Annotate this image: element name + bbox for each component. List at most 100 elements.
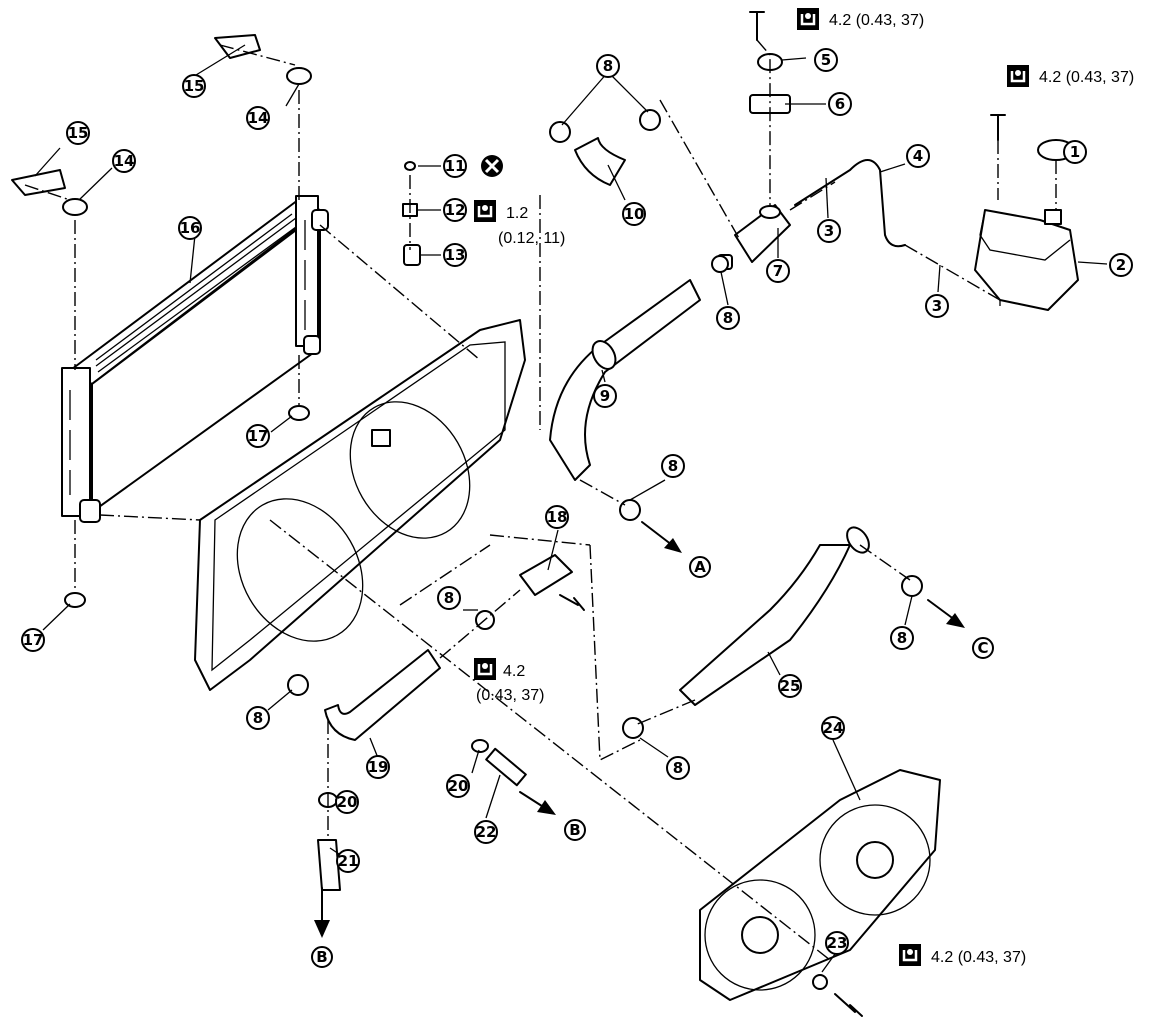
callout-circle <box>246 424 270 448</box>
callout-12: 12 <box>443 198 467 222</box>
callout-4: 4 <box>906 144 930 168</box>
callout-number: 2 <box>1116 256 1126 274</box>
torque-spec-top-bolt: 4.2 (0.43, 37) <box>829 12 924 29</box>
torque-wrench-icon <box>797 8 819 30</box>
callout-8: 8 <box>246 706 270 730</box>
callout-14: 14 <box>112 149 136 173</box>
torque-wrench-icon <box>474 200 496 222</box>
connection-ref-b-lower-label: B <box>316 948 327 966</box>
callout-circle <box>1109 253 1133 277</box>
callout-number: 11 <box>445 157 466 175</box>
callout-14: 14 <box>246 106 270 130</box>
callout-number: 4 <box>913 147 923 165</box>
callout-circle <box>443 154 467 178</box>
connection-ref-b-lower: B <box>311 946 333 968</box>
callout-number: 22 <box>476 823 497 841</box>
lower-hose <box>679 526 870 706</box>
callout-number: 15 <box>68 124 89 142</box>
callout-number: 14 <box>114 152 135 170</box>
pipe-18 <box>519 554 573 596</box>
callout-number: 3 <box>824 222 834 240</box>
connection-ref-b-left-label: B <box>569 821 580 839</box>
hose-19 <box>324 649 441 741</box>
callout-23: 23 <box>825 931 849 955</box>
callout-1: 1 <box>1063 140 1087 164</box>
callout-number: 20 <box>337 793 358 811</box>
callout-circle <box>661 454 685 478</box>
callout-circle <box>825 931 849 955</box>
callout-25: 25 <box>778 674 802 698</box>
callout-circle <box>246 706 270 730</box>
callout-5: 5 <box>814 48 838 72</box>
callout-circle <box>817 219 841 243</box>
callout-number: 10 <box>624 205 645 223</box>
callout-circle <box>890 626 914 650</box>
torque-spec-fan-bolt: 4.2 (0.43, 37) <box>931 949 1026 966</box>
callout-20: 20 <box>335 790 359 814</box>
callout-10: 10 <box>622 202 646 226</box>
callout-number: 5 <box>821 51 831 69</box>
callout-circle <box>336 849 360 873</box>
callout-number: 8 <box>673 759 683 777</box>
callout-circle <box>443 198 467 222</box>
upper-hose <box>549 279 701 481</box>
callout-circle <box>66 121 90 145</box>
callout-circle <box>545 505 569 529</box>
callout-17: 17 <box>246 424 270 448</box>
callout-circle <box>925 294 949 318</box>
callout-number: 9 <box>600 387 610 405</box>
flow-arrows <box>314 521 965 938</box>
torque-spec-pipe-bolt-units: (0.43, 37) <box>476 687 544 704</box>
callout-8: 8 <box>890 626 914 650</box>
pipe-22 <box>485 747 527 787</box>
connection-ref-a-label: A <box>694 558 706 576</box>
callout-layer: 1233456788888889101112131414151516171718… <box>21 48 1133 955</box>
callout-circle <box>112 149 136 173</box>
callout-circle <box>622 202 646 226</box>
callout-15: 15 <box>66 121 90 145</box>
torque-spec-pipe-bolt-value: 4.2 <box>503 663 525 680</box>
filler-neck <box>717 53 791 270</box>
callout-8: 8 <box>661 454 685 478</box>
connection-ref-c: C <box>972 637 994 659</box>
callout-number: 8 <box>668 457 678 475</box>
callout-8: 8 <box>437 586 461 610</box>
callout-18: 18 <box>545 505 569 529</box>
fan-shroud-frame <box>194 319 526 691</box>
callout-8: 8 <box>666 756 690 780</box>
callout-number: 8 <box>603 57 613 75</box>
callout-circle <box>778 674 802 698</box>
callout-2: 2 <box>1109 253 1133 277</box>
callout-number: 25 <box>780 677 801 695</box>
callout-circle <box>766 259 790 283</box>
callout-number: 3 <box>932 297 942 315</box>
callout-circle <box>446 774 470 798</box>
callout-number: 1 <box>1070 143 1080 161</box>
callout-circle <box>828 92 852 116</box>
callout-number: 15 <box>184 77 205 95</box>
callout-number: 13 <box>445 246 466 264</box>
callout-circle <box>666 756 690 780</box>
torque-wrench-icon <box>474 658 496 680</box>
callout-number: 14 <box>248 109 269 127</box>
callout-number: 19 <box>368 758 389 776</box>
callout-16: 16 <box>178 216 202 240</box>
callout-number: 24 <box>823 719 844 737</box>
callout-number: 20 <box>448 777 469 795</box>
callout-number: 6 <box>835 95 845 113</box>
torque-wrench-icon <box>1007 65 1029 87</box>
callout-17: 17 <box>21 628 45 652</box>
callout-circle <box>178 216 202 240</box>
callout-8: 8 <box>716 306 740 330</box>
callout-circle <box>246 106 270 130</box>
small-hose <box>549 109 661 186</box>
callout-circle <box>474 820 498 844</box>
callout-leaders <box>34 44 1108 973</box>
callout-number: 12 <box>445 201 466 219</box>
torque-spec-small-bolt-value: 1.2 <box>506 205 528 222</box>
torque-spec-reservoir-bolt: 4.2 (0.43, 37) <box>1039 69 1134 86</box>
callout-6: 6 <box>828 92 852 116</box>
reservoir-tank <box>974 139 1079 311</box>
fan-motor-assembly <box>699 769 941 1001</box>
